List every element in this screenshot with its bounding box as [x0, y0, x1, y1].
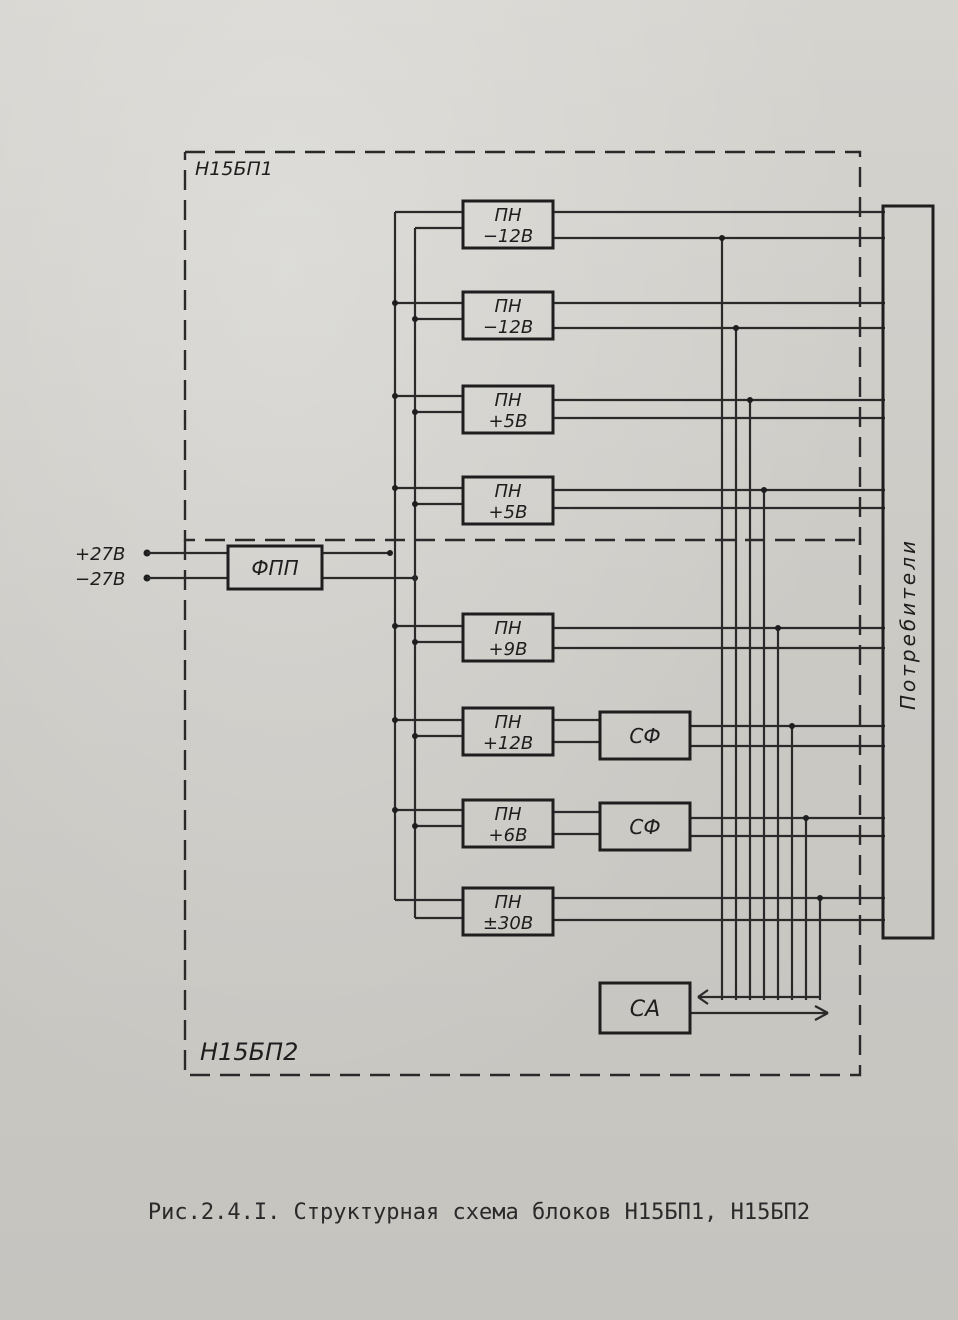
output-wiring-upper: [553, 210, 885, 510]
converter-pn6: ПН +12В: [461, 706, 555, 757]
pn2-title: ПН: [494, 296, 522, 317]
converter-pn4: ПН +5В: [461, 475, 555, 526]
sense-lines: [690, 235, 829, 1021]
smoothing-filter-1: СФ: [598, 710, 692, 761]
pn3-voltage: +5В: [489, 411, 528, 432]
sa-label: СА: [630, 997, 660, 1022]
consumers-block: Потребители: [881, 204, 935, 940]
smoothing-filter-2: СФ: [598, 801, 692, 852]
converter-pn5: ПН +9В: [461, 612, 555, 663]
pn6-title: ПН: [494, 712, 522, 733]
unit1-label: Н15БП1: [195, 158, 273, 180]
converter-pn2: ПН −12В: [461, 290, 555, 341]
converter-pn3: ПН +5В: [461, 384, 555, 435]
pn6-voltage: +12В: [483, 733, 533, 754]
converter-pn8: ПН ±30В: [461, 886, 555, 937]
unit2-frame: [183, 540, 862, 1077]
filter-label: ФПП: [251, 556, 298, 580]
pn5-voltage: +9В: [489, 639, 528, 660]
output-wiring-lower: [553, 626, 885, 922]
pn2-voltage: −12В: [483, 317, 533, 338]
pn8-title: ПН: [494, 892, 522, 913]
sf1-label: СФ: [629, 724, 660, 748]
pn8-voltage: ±30В: [483, 913, 533, 934]
distribution-buses: [392, 210, 463, 920]
consumers-label: Потребители: [896, 538, 920, 710]
figure-caption: Рис.2.4.I. Структурная схема блоков Н15Б…: [147, 1200, 811, 1225]
pn4-voltage: +5В: [489, 502, 528, 523]
converter-pn7: ПН +6В: [461, 798, 555, 849]
pn7-title: ПН: [494, 804, 522, 825]
input-neg-label: −27В: [75, 569, 125, 590]
pn1-voltage: −12В: [483, 226, 533, 247]
pn1-title: ПН: [494, 205, 522, 226]
pn7-voltage: +6В: [489, 825, 528, 846]
unit2-label: Н15БП2: [200, 1038, 298, 1066]
pn5-title: ПН: [494, 618, 522, 639]
input-wiring: [143, 549, 418, 582]
converter-pn1: ПН −12В: [461, 199, 555, 250]
pn3-title: ПН: [494, 390, 522, 411]
signal-analyzer: СА: [598, 981, 692, 1035]
sf2-label: СФ: [629, 815, 660, 839]
input-pos-label: +27В: [75, 544, 125, 565]
filter-block: [226, 544, 324, 591]
pn4-title: ПН: [494, 481, 522, 502]
